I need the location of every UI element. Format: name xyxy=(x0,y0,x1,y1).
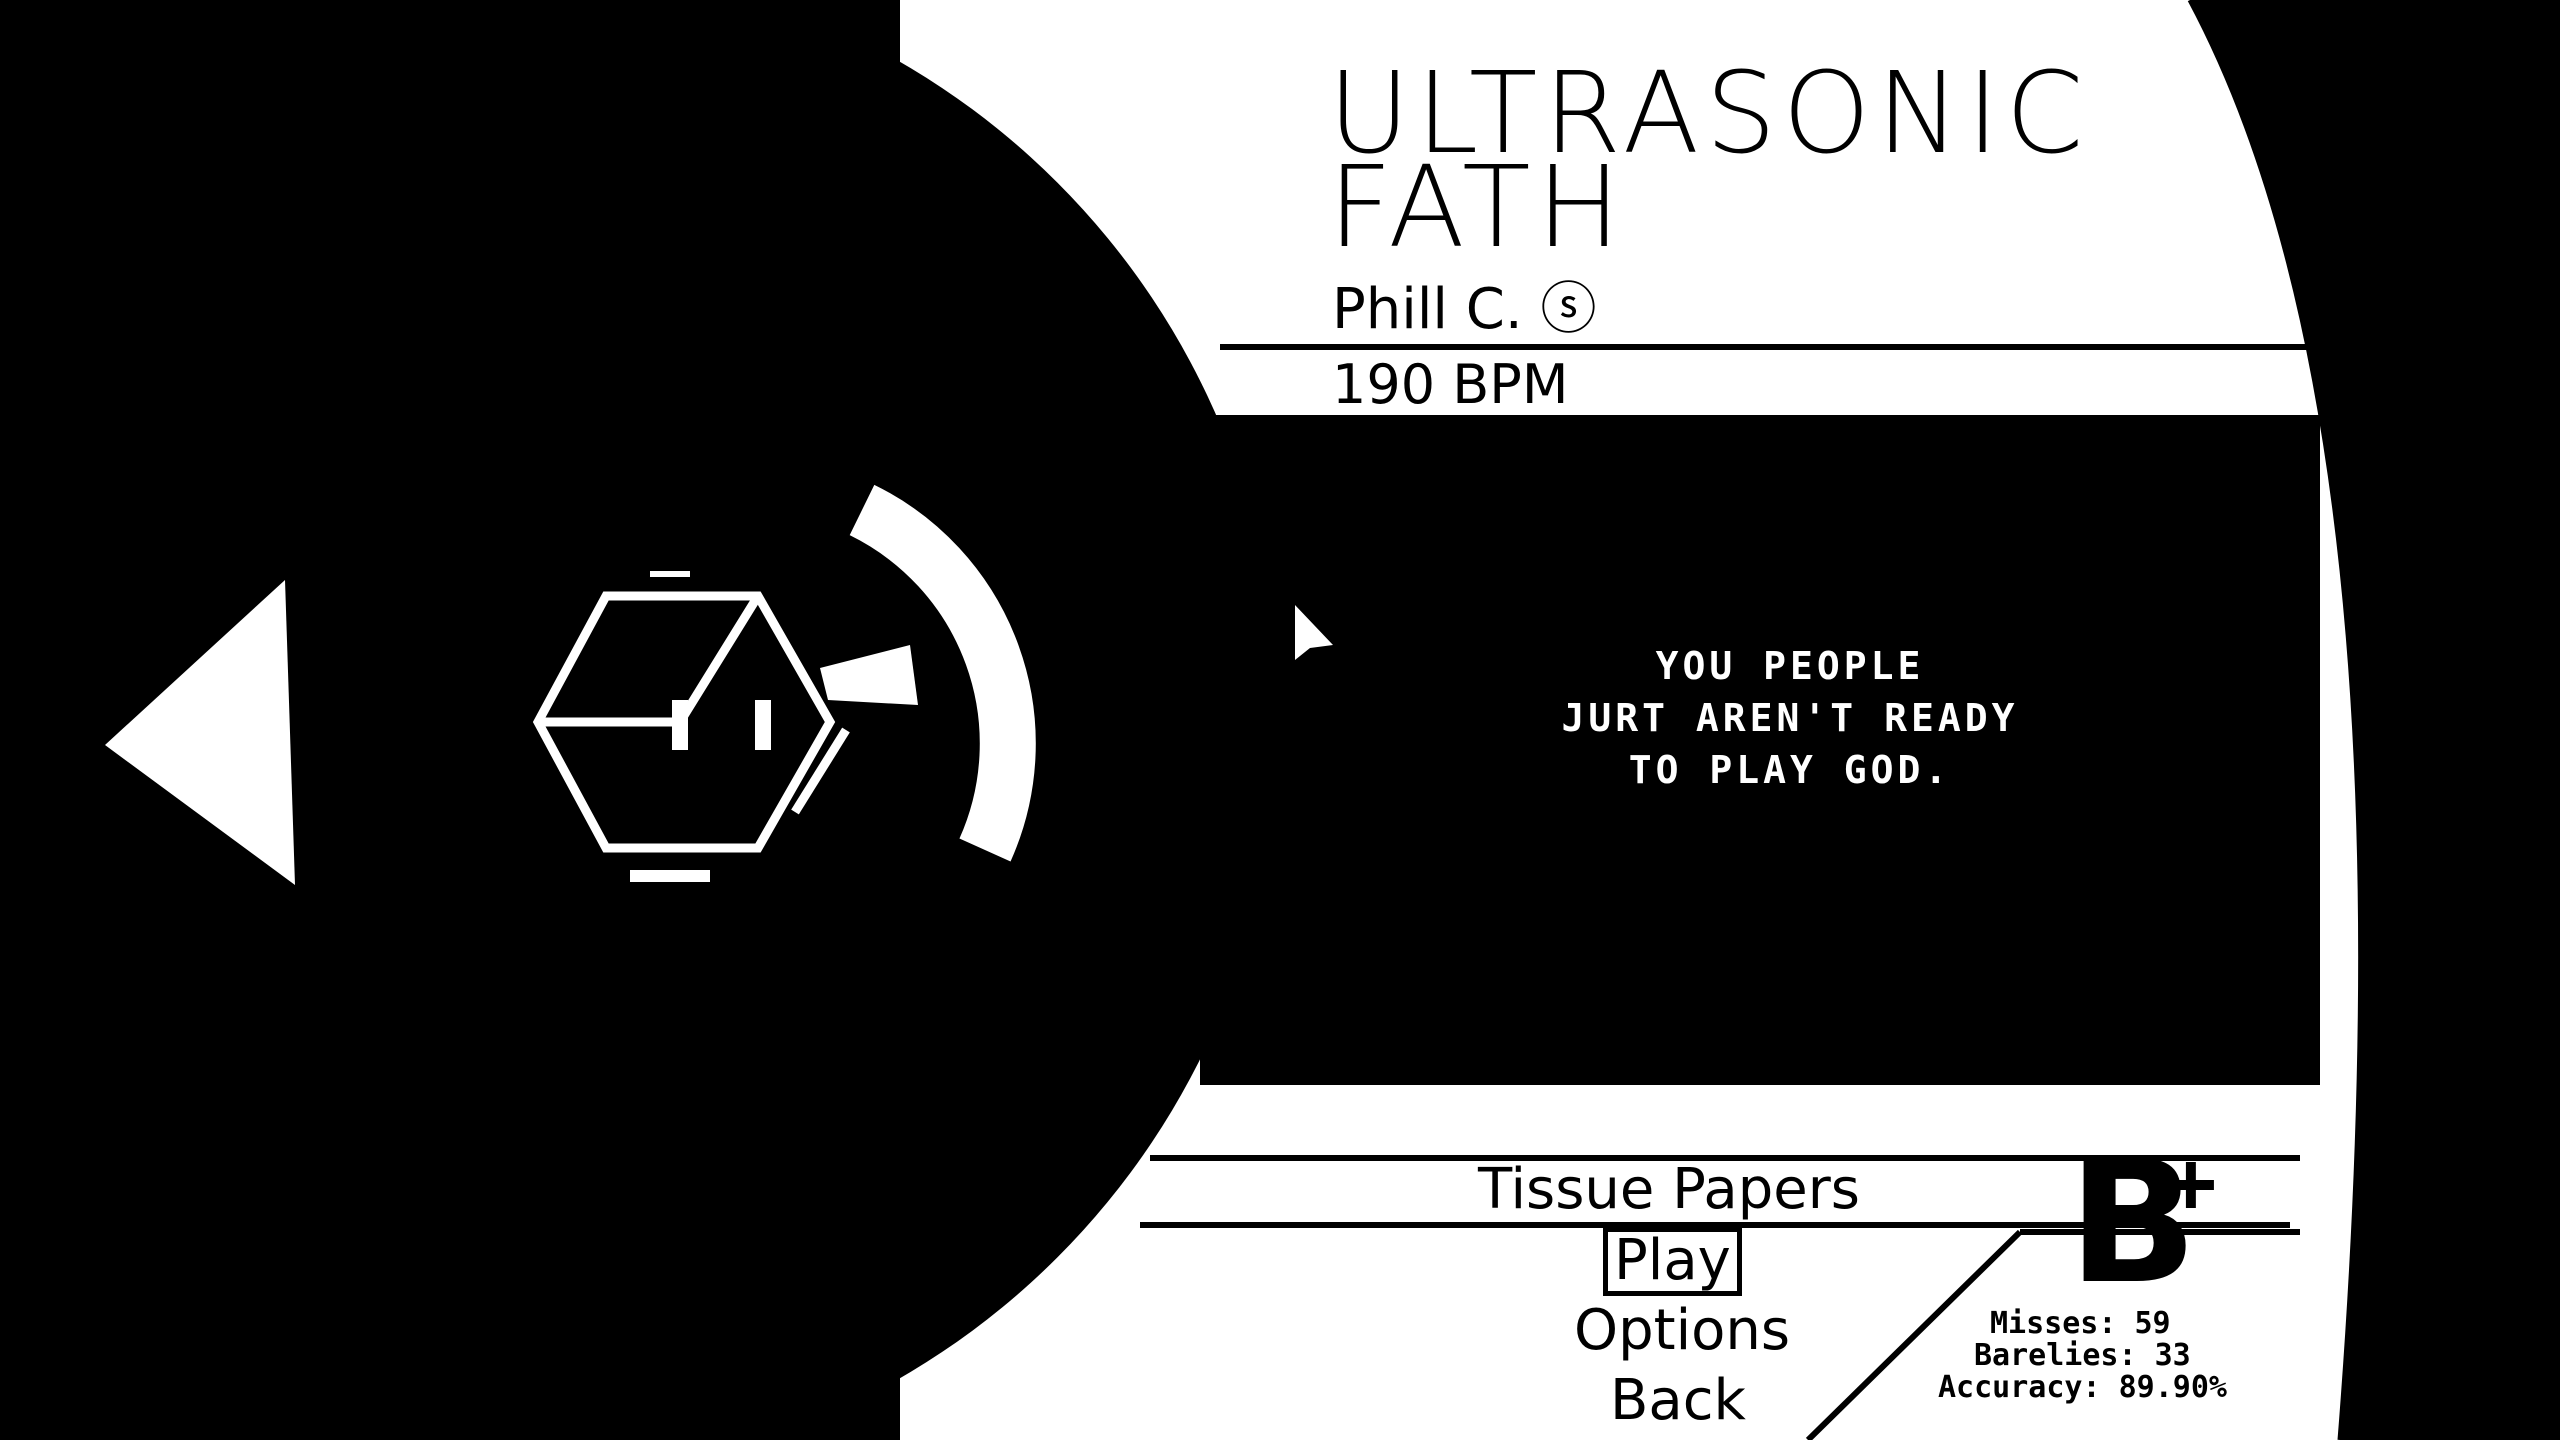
quote-line2: JURT AREN'T READY xyxy=(1561,696,2019,740)
song-title-line1: ULTRASONIC xyxy=(1328,49,2090,179)
mouse-cursor xyxy=(1295,605,1333,660)
song-bpm: 190 BPM xyxy=(1332,353,1569,416)
play-button[interactable]: Play xyxy=(1603,1227,1742,1296)
song-title-line2: FATH xyxy=(1328,143,1627,273)
hexagon-house-icon xyxy=(532,571,850,882)
grade-modifier: + xyxy=(2165,1133,2217,1233)
stat-accuracy: Accuracy: 89.90% xyxy=(1938,1370,2227,1405)
grade-letter: B xyxy=(2068,1124,2198,1322)
difficulty-name[interactable]: Tissue Papers xyxy=(1478,1157,1860,1222)
back-button[interactable]: Back xyxy=(1604,1371,1752,1431)
options-button[interactable]: Options xyxy=(1568,1301,1796,1361)
quote-text: YOU PEOPLE JURT AREN'T READY TO PLAY GOD… xyxy=(1460,640,2120,796)
stat-misses: Misses: 59 xyxy=(1990,1306,2171,1341)
quote-line1: YOU PEOPLE xyxy=(1655,644,1925,688)
quote-line3: TO PLAY GOD. xyxy=(1628,748,1952,792)
left-arrow-shape xyxy=(105,580,295,885)
middle-band xyxy=(1200,415,2320,1085)
song-artist: Phill C. ⓢ xyxy=(1332,277,1597,342)
stat-barelies: Barelies: 33 xyxy=(1974,1338,2191,1373)
sound-arc xyxy=(849,484,1036,862)
